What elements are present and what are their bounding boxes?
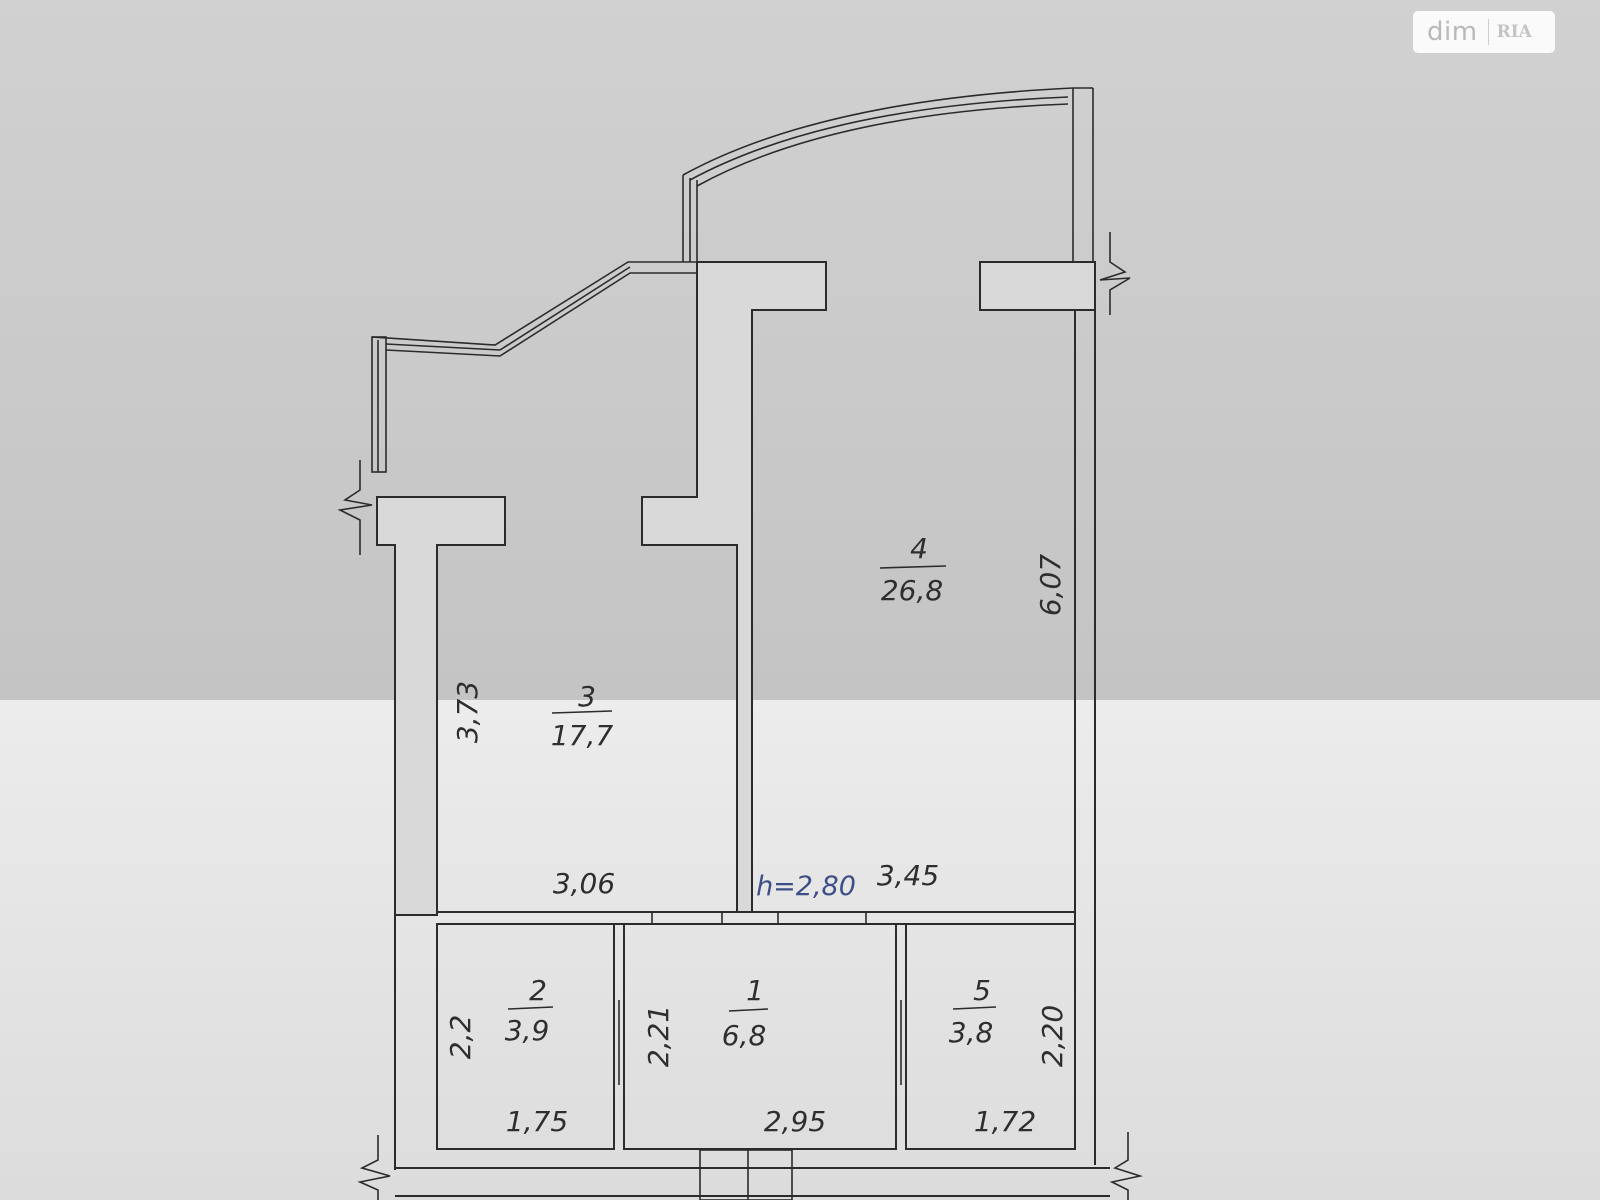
right-outer-wall [1074,310,1096,1165]
room-5-width-dimension: 1,72 [974,1105,1036,1138]
room-2-outline [436,923,615,1150]
central-partition-wall [641,261,827,913]
lower-partition-walls [437,911,1075,925]
room-2-width-dimension: 1,75 [506,1105,568,1138]
room-5-number: 5 [973,974,991,1007]
room-1-outline [623,923,897,1150]
room-3-label: 3 17,7 [551,680,614,752]
room-5-height-dimension: 2,20 [1036,1005,1069,1067]
bathroom-door-marks [618,1000,902,1085]
room-2-height-dimension: 2,2 [444,1015,477,1060]
wall-break-marks [337,232,1144,1200]
right-wall-pier [979,261,1096,311]
room-1-label: 1 6,8 [722,974,769,1052]
watermark-brand-text: dim [1427,17,1478,47]
room-4-number: 4 [910,532,928,565]
room-3-number: 3 [578,680,596,713]
room-1-area: 6,8 [722,1019,767,1052]
room-1-width-dimension: 2,95 [764,1105,826,1138]
room-5-area: 3,8 [949,1016,994,1049]
room-5-outline [905,923,1076,1150]
room-4-area: 26,8 [881,574,943,607]
right-balcony [682,87,1094,262]
room-1-number: 1 [746,974,764,1007]
room-2-number: 2 [529,974,547,1007]
room-3-width-dimension: 3,06 [553,867,615,900]
room-5-label: 5 3,8 [949,974,997,1049]
room-2-label: 2 3,9 [505,974,554,1047]
room-4-label: 4 26,8 [879,532,947,607]
bottom-outer-wall [395,1149,1110,1200]
room-3-area: 17,7 [551,719,614,752]
left-wall-pier [376,496,506,916]
dimria-watermark-logo: dim RIA [1413,11,1555,53]
room-1-height-dimension: 2,21 [642,1005,675,1067]
room-3-height-dimension: 3,73 [451,681,484,743]
room-2-area: 3,9 [505,1014,550,1047]
watermark-brand-mark: RIA [1496,22,1532,42]
ceiling-height-label: h=2,80 [756,871,856,902]
room-4-height-dimension: 6,07 [1034,554,1067,617]
room-4-width-dimension: 3,45 [877,859,939,892]
left-balcony [371,261,697,473]
watermark-divider [1487,19,1489,45]
